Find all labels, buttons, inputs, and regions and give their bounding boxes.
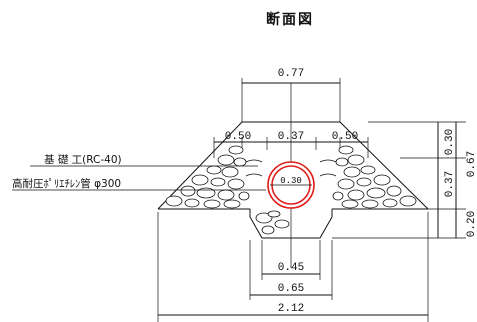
gravel-right [332, 145, 417, 209]
label-base: 基 礎 工(RC-40) [44, 153, 122, 166]
dim-label-right-slope: 0.50 [332, 131, 358, 143]
foundation-outline [157, 121, 429, 239]
dim-total-width: 2.12 [157, 212, 429, 322]
dim-label-h-total: 0.67 [466, 151, 477, 177]
dim-bottom-outer: 0.65 [249, 240, 333, 300]
dim-label-h-mid: 0.37 [444, 171, 456, 197]
label-pipe: 高耐圧ﾎﾟﾘｴﾁﾚﾝ管 φ300 [12, 177, 121, 190]
bedding-lines [245, 159, 337, 177]
dim-label-middle: 0.37 [278, 131, 304, 143]
leader-lines [12, 165, 266, 191]
drawing-title: 断面図 [266, 11, 314, 28]
gravel-trench [255, 210, 290, 235]
dim-label-top-width: 0.77 [278, 68, 304, 80]
gravel-left [165, 145, 250, 209]
dim-label-left-slope: 0.50 [225, 131, 251, 143]
dim-heights: 0.30 0.37 0.20 0.67 [332, 121, 477, 239]
dim-label-bottom-inner: 0.45 [278, 262, 304, 274]
dim-top-width: 0.77 [241, 68, 341, 122]
dim-bottom-inner: 0.45 [261, 240, 321, 280]
dim-top-subdivisions: 0.50 0.37 0.50 [213, 131, 369, 158]
dim-label-bottom-outer: 0.65 [278, 283, 304, 295]
dim-label-h-top: 0.30 [444, 129, 456, 155]
dim-label-h-bot: 0.20 [466, 211, 477, 237]
pipe-diameter-label: 0.30 [280, 176, 302, 186]
pipe: 0.30 [267, 161, 315, 209]
dim-label-total-width: 2.12 [278, 303, 304, 315]
